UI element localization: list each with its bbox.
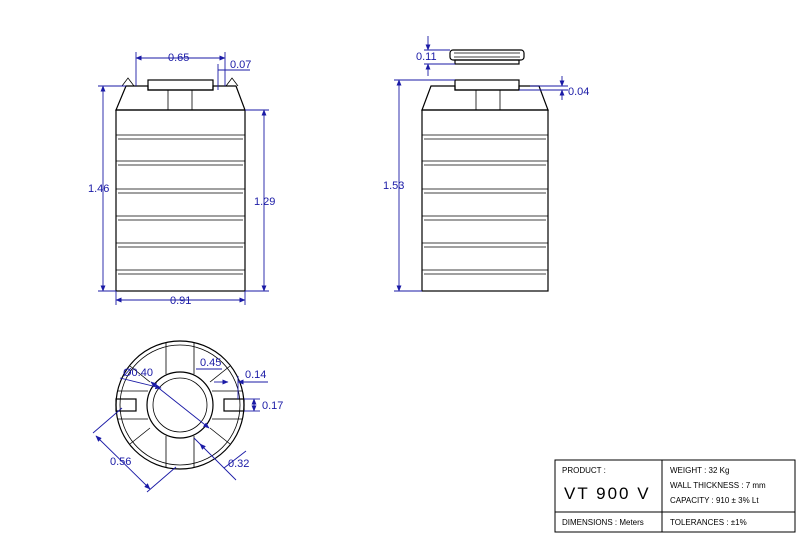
top-tab-right (223, 398, 245, 412)
front-ribs (116, 134, 245, 275)
dim-front-total-height: 1.46 (88, 183, 109, 195)
side-neck-rib (475, 89, 501, 111)
front-handle-left (121, 77, 135, 87)
weight-label: WEIGHT : 32 Kg (670, 466, 729, 475)
dim-top-opening: 0.45 (200, 357, 221, 369)
dim-front-body-height: 1.29 (254, 196, 275, 208)
dim-front-neck: 0.07 (230, 59, 251, 71)
dim-top-offset: 0.32 (228, 458, 249, 470)
product-name: VT 900 V (564, 484, 651, 503)
side-body (421, 109, 549, 292)
dim-side-neck: 0.04 (568, 86, 589, 98)
dim-top-inner: Ø0.40 (123, 367, 153, 379)
side-floating-lid (449, 49, 525, 61)
dim-side-total-height: 1.53 (383, 180, 404, 192)
top-tab-left (115, 398, 137, 412)
dim-front-top-width: 0.65 (168, 52, 189, 64)
side-ribs (422, 134, 548, 275)
dim-top-tab: 0.14 (245, 369, 266, 381)
capacity-label: CAPACITY : 910 ± 3% Lt (670, 496, 759, 505)
product-label: PRODUCT : (562, 466, 606, 475)
top-opening-circle (146, 371, 214, 439)
side-view: 0.11 0.04 1.53 (383, 36, 589, 292)
dimensions-label: DIMENSIONS : Meters (562, 518, 644, 527)
front-body (115, 109, 246, 292)
front-neck-rib (167, 89, 193, 111)
front-handle-right (225, 77, 239, 87)
front-view: 0.65 0.07 1.46 1.29 0.91 (88, 52, 275, 307)
dim-side-lid: 0.11 (416, 51, 437, 63)
top-view: 0.45 Ø0.40 0.14 0.17 0.56 0.32 (92, 340, 283, 493)
front-lid (147, 79, 214, 91)
front-shoulder (115, 85, 246, 111)
tolerances-label: TOLERANCES : ±1% (670, 518, 747, 527)
title-block: PRODUCT : VT 900 V DIMENSIONS : Meters W… (554, 459, 796, 533)
dim-top-tab-height: 0.17 (262, 400, 283, 412)
wall-thickness-label: WALL THICKNESS : 7 mm (670, 481, 766, 490)
side-neck (454, 79, 520, 91)
dim-top-outer: 0.56 (110, 456, 131, 468)
dim-front-diameter: 0.91 (170, 295, 191, 307)
